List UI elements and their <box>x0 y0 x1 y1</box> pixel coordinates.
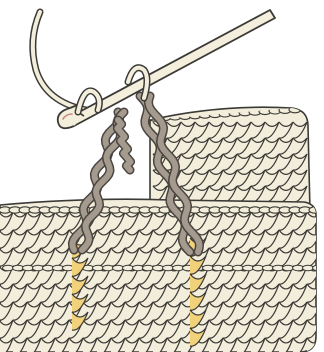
chain-mid <box>103 265 114 271</box>
chain-mid <box>63 265 74 271</box>
chain-mid <box>53 265 64 271</box>
chain-mid <box>153 265 164 271</box>
chain-mid <box>123 265 134 271</box>
chain-mid <box>113 265 124 271</box>
chain-mid <box>93 265 104 271</box>
chain-mid <box>253 265 264 271</box>
chain-mid <box>283 265 294 271</box>
chain-mid <box>43 265 54 271</box>
chain-mid <box>33 265 44 271</box>
chain-mid <box>263 265 274 271</box>
chain-mid <box>133 265 144 271</box>
chain-mid <box>203 265 214 271</box>
chain-mid <box>213 265 224 271</box>
chain-mid <box>163 265 174 271</box>
chain-mid <box>273 265 284 271</box>
chain-mid <box>3 265 14 271</box>
chain-mid <box>143 265 154 271</box>
chain-mid <box>233 265 244 271</box>
chain-mid <box>173 265 184 271</box>
chain-mid <box>23 265 34 271</box>
chain-mid <box>223 265 234 271</box>
chain-mid <box>13 265 24 271</box>
chain-mid <box>293 265 304 271</box>
chain-mid <box>243 265 254 271</box>
fabric-body <box>0 199 324 352</box>
chain-mid <box>303 265 314 271</box>
